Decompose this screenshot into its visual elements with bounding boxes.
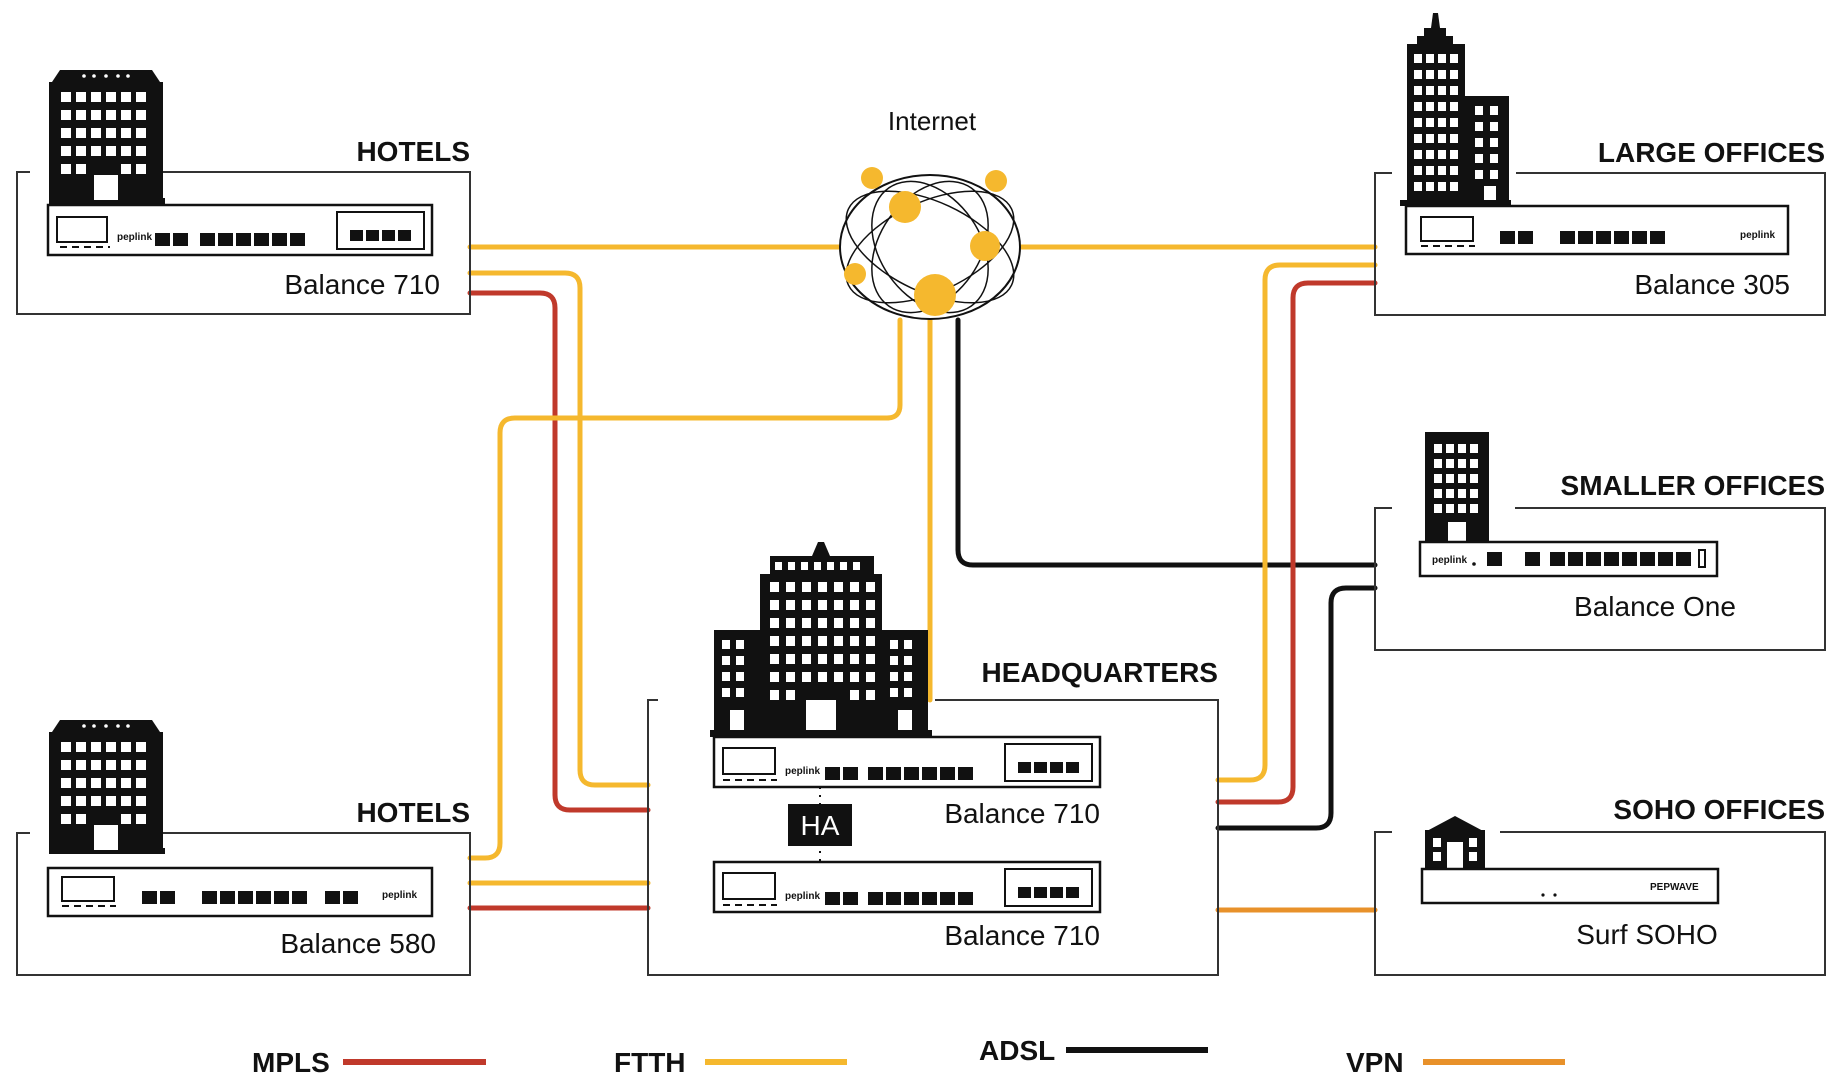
ha-label: HA (801, 810, 840, 841)
site-headquarters: HEADQUARTERS (647, 542, 1219, 976)
brand-logo: peplink (785, 891, 820, 902)
brand-logo: peplink (1432, 555, 1467, 566)
site-title: SOHO OFFICES (1613, 794, 1825, 825)
router-device: peplink (46, 866, 434, 918)
router-model: Balance 710 (284, 269, 440, 300)
internet-cloud: Internet (839, 106, 1021, 320)
office-building-icon (1425, 432, 1489, 544)
site-box (16, 832, 471, 976)
globe-orbit (871, 180, 989, 314)
site-title: HEADQUARTERS (982, 657, 1218, 688)
site-box (647, 699, 1219, 976)
router-model: Balance 580 (280, 928, 436, 959)
site-smaller-offices: SMALLER OFFICES peplink Balance One (1374, 432, 1826, 651)
legend-item-ftth: FTTH (614, 1047, 847, 1078)
internet-node (861, 167, 883, 189)
router-model: Surf SOHO (1576, 919, 1718, 950)
site-box (1374, 172, 1826, 316)
legend-label: ADSL (979, 1035, 1055, 1066)
ftth-line-hq-large-offices (1215, 262, 1378, 783)
legend-item-vpn: VPN (1346, 1047, 1565, 1078)
internet-node (844, 263, 866, 285)
site-soho-offices: SOHO OFFICES PEPWAVE Surf SOHO (1374, 794, 1826, 976)
internet-node (914, 274, 956, 316)
internet-node (985, 170, 1007, 192)
headquarters-building-icon (710, 542, 932, 737)
mpls-line-hq-large-offices (1215, 280, 1378, 805)
router-device: peplink (46, 203, 434, 257)
globe-orbit (845, 190, 1015, 304)
site-large-offices: LARGE OFFICES (1374, 13, 1826, 316)
router-device-secondary: peplink (712, 860, 1102, 914)
brand-logo: peplink (382, 890, 417, 901)
router-model: Balance 305 (1634, 269, 1790, 300)
legend-item-adsl: ADSL (979, 1035, 1208, 1066)
site-title: HOTELS (356, 797, 470, 828)
legend-label: FTTH (614, 1047, 686, 1078)
brand-logo: peplink (117, 232, 152, 243)
legend-label: VPN (1346, 1047, 1404, 1078)
site-title: LARGE OFFICES (1598, 137, 1825, 168)
legend-label: MPLS (252, 1047, 330, 1078)
hotel-building-icon (49, 720, 165, 854)
adsl-line-hq-smaller-offices (1215, 585, 1378, 831)
site-box (1374, 831, 1826, 976)
site-title: SMALLER OFFICES (1561, 470, 1825, 501)
small-house-icon (1425, 816, 1485, 870)
ha-badge (788, 804, 852, 846)
internet-label: Internet (888, 106, 977, 136)
ftth-line-hotels-top-hq (467, 270, 651, 788)
site-title: HOTELS (356, 136, 470, 167)
mpls-line-hotels-top-hq (467, 290, 651, 813)
brand-logo: peplink (785, 766, 820, 777)
site-box (1374, 507, 1826, 651)
router-device-primary: peplink (712, 735, 1102, 789)
skyscraper-icon (1400, 13, 1511, 206)
site-hotels-bottom: HOTELS peplink Balance 580 (16, 720, 471, 976)
brand-logo: PEPWAVE (1650, 882, 1699, 893)
internet-node (889, 191, 921, 223)
connections (467, 244, 1378, 913)
site-box (16, 171, 471, 315)
globe-orbit (839, 174, 1021, 320)
ftth-line-internet-hotels-bottom (467, 317, 903, 861)
adsl-line-internet-smaller-offices (955, 317, 1378, 568)
router-model-secondary: Balance 710 (944, 920, 1100, 951)
router-device: peplink (1404, 204, 1790, 256)
router-device: peplink (1418, 540, 1719, 578)
brand-logo: peplink (1740, 230, 1775, 241)
site-hotels-top: HOTELS peplink (16, 70, 471, 315)
legend-item-mpls: MPLS (252, 1047, 486, 1078)
router-model: Balance One (1574, 591, 1736, 622)
internet-node (970, 231, 1000, 261)
globe-orbit (871, 180, 989, 314)
legend: MPLS FTTH ADSL VPN (252, 1035, 1565, 1078)
router-model-primary: Balance 710 (944, 798, 1100, 829)
hotel-building-icon (49, 70, 165, 204)
router-device: PEPWAVE (1420, 867, 1720, 905)
